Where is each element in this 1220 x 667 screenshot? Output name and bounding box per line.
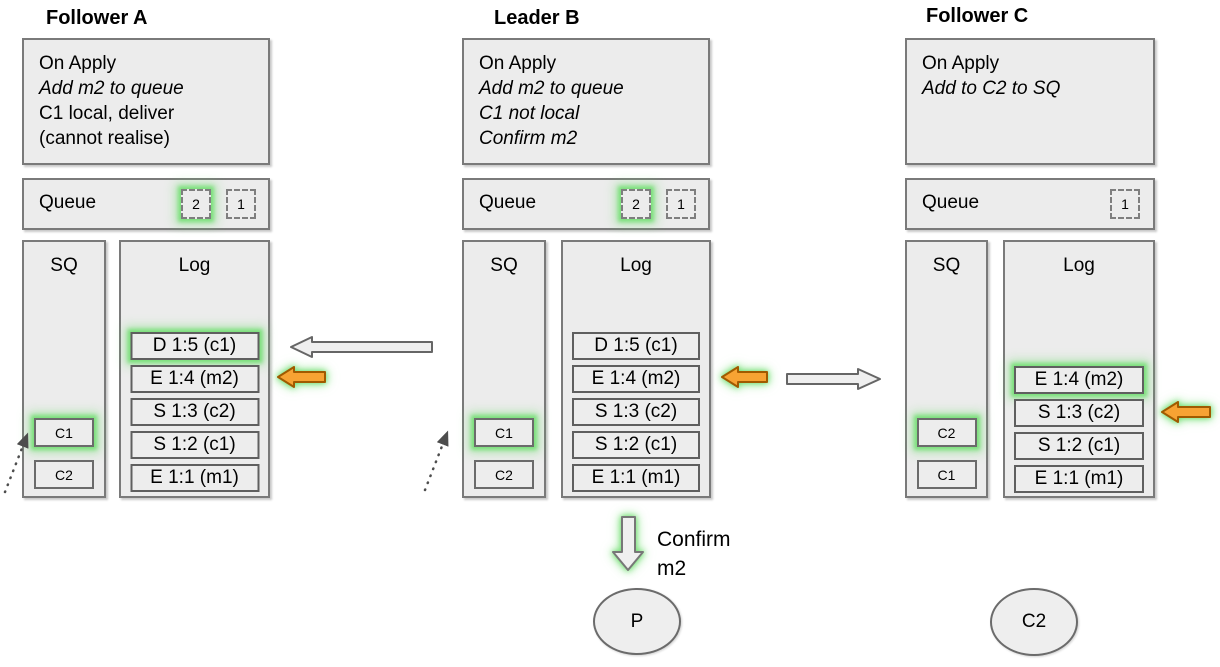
node-title-follower-a: Follower A [46,7,148,29]
node-title-follower-c: Follower C [926,5,1029,27]
log-entry: S 1:2 (c1) [572,431,700,459]
node-title-leader-b: Leader B [494,7,580,29]
on-apply-line: On Apply [39,53,117,74]
sq-item: C2 [474,460,534,489]
on-apply-line: Add m2 to queue [39,78,184,99]
confirm-m2-label: Confirm m2 [657,528,731,580]
process-p-label: P [630,610,644,632]
on-apply-line: Add to C2 to SQ [922,78,1061,99]
log-entry: E 1:1 (m1) [130,464,259,492]
log-entry: S 1:3 (c2) [572,398,700,426]
sq-label: SQ [490,255,518,276]
sq-item: C1 [916,460,977,489]
queue-panel-c: Queue 1 [905,178,1155,230]
sq-item: C1 [34,418,94,447]
queue-slot: 1 [226,189,256,219]
sq-item: C2 [34,460,94,489]
deliver-arrow-c-icon [1161,401,1211,423]
log-label: Log [620,255,652,276]
sq-label: SQ [932,255,961,276]
log-panel-c: Log E 1:4 (m2) S 1:3 (c2) S 1:2 (c1) E 1… [1003,240,1155,498]
on-apply-line: C1 not local [479,103,580,124]
queue-label: Queue [39,192,97,213]
queue-panel-b: Queue 2 1 [462,178,710,230]
confirm-m2-arrow-icon [612,516,644,571]
on-apply-panel-a: On Apply Add m2 to queue C1 local, deliv… [22,38,270,165]
on-apply-line: Add m2 to queue [479,78,624,99]
on-apply-line: C1 local, deliver [39,103,175,124]
log-panel-b: Log D 1:5 (c1) E 1:4 (m2) S 1:3 (c2) S 1… [561,240,711,498]
on-apply-panel-b: On Apply Add m2 to queue C1 not local Co… [462,38,710,165]
log-entry: E 1:4 (m2) [130,365,259,393]
sq-item: C2 [916,418,977,447]
queue-label: Queue [922,192,980,213]
on-apply-line: Confirm m2 [479,128,578,149]
log-entry: S 1:2 (c1) [1014,432,1144,460]
log-entry: S 1:3 (c2) [1014,399,1144,427]
queue-slot: 2 [621,189,651,219]
replicate-entry-arrow-right-icon [786,368,881,390]
sq-item: C1 [474,418,534,447]
log-entry: E 1:1 (m1) [1014,465,1144,493]
sq-label: SQ [50,255,78,276]
log-entry: S 1:3 (c2) [130,398,259,426]
client-c2-node: C2 [990,588,1078,656]
on-apply-panel-c: On Apply Add to C2 to SQ [905,38,1155,165]
on-apply-line: On Apply [922,53,1000,74]
log-entry: D 1:5 (c1) [130,332,259,360]
queue-label: Queue [479,192,537,213]
log-entry: S 1:2 (c1) [130,431,259,459]
log-entry: E 1:1 (m1) [572,464,700,492]
queue-panel-a: Queue 2 1 [22,178,270,230]
on-apply-line: On Apply [479,53,557,74]
log-label: Log [178,255,211,276]
sq-panel-a: SQ C1 C2 [22,240,106,498]
replicate-entry-arrow-left-icon [290,336,433,358]
queue-slot: 2 [181,189,211,219]
queue-slot: 1 [1110,189,1140,219]
log-entry: E 1:4 (m2) [572,365,700,393]
log-label: Log [1063,255,1095,276]
client-c2-label: C2 [1021,611,1047,632]
sq-panel-b: SQ C1 C2 [462,240,546,498]
sq-pointer-b-icon [423,430,449,492]
deliver-m2-arrow-b-icon [721,366,768,388]
process-p-node: P [593,588,681,655]
on-apply-line: (cannot realise) [39,128,170,149]
sq-panel-c: SQ C2 C1 [905,240,988,498]
deliver-m2-arrow-a-icon [277,366,326,388]
queue-slot: 1 [666,189,696,219]
log-entry: D 1:5 (c1) [572,332,700,360]
log-entry: E 1:4 (m2) [1014,366,1144,394]
log-panel-a: Log D 1:5 (c1) E 1:4 (m2) S 1:3 (c2) S 1… [119,240,270,498]
